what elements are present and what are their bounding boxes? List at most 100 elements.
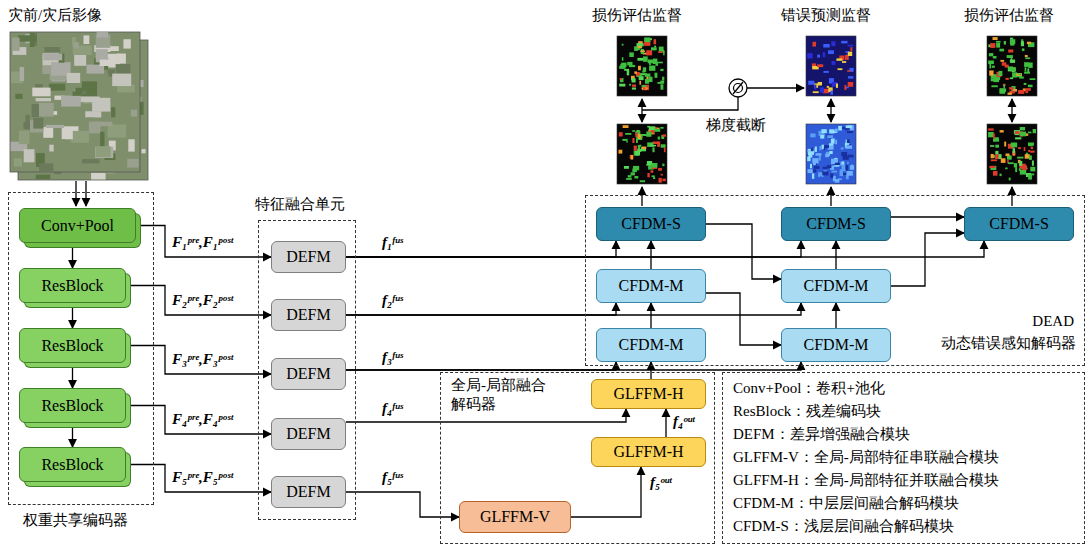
error-map-spot — [828, 135, 833, 138]
satellite-patch — [84, 35, 90, 44]
group-heading: DEAD — [1032, 312, 1074, 331]
node-label: GLFFM-V — [480, 508, 550, 526]
defm-box: DEFM — [271, 418, 346, 450]
supervision-arrow — [1011, 99, 1012, 122]
signal-label: f₅ᶠᵘˢ — [380, 469, 405, 486]
satellite-patch — [63, 96, 71, 101]
satellite-image — [10, 32, 148, 180]
error-map-spot — [847, 45, 853, 47]
damage-map-spot — [646, 50, 652, 55]
satellite-patch — [36, 175, 51, 179]
error-map-spot — [823, 44, 829, 48]
connector — [665, 409, 666, 437]
damage-map-spot — [643, 88, 645, 90]
damage-map-spot — [1015, 132, 1020, 135]
cfdm-m-box: CFDM-M — [781, 269, 891, 303]
damage-map-spot — [1027, 68, 1029, 72]
damage-map-spot — [1015, 131, 1020, 134]
connector — [136, 226, 271, 258]
signal-label: f₄ᵒᵘᵗ — [671, 413, 697, 430]
damage-map-spot — [657, 62, 663, 64]
connector — [650, 241, 651, 269]
damage-map-spot — [1011, 143, 1017, 148]
damage-map-spot — [991, 159, 997, 161]
damage-map-spot — [1010, 60, 1015, 63]
damage-map-spot — [1022, 165, 1027, 170]
error-map-spot — [818, 172, 822, 176]
satellite-patch — [39, 163, 53, 171]
satellite-patch — [95, 147, 113, 158]
error-map-spot — [835, 163, 840, 165]
damage-map — [987, 124, 1037, 184]
damage-map-spot — [661, 84, 664, 89]
damage-map-spot — [626, 178, 632, 180]
error-map-spot — [822, 171, 828, 175]
legend-line: CFDM-M：中层层间融合解码模块 — [733, 492, 1074, 515]
damage-map-spot — [1000, 174, 1002, 177]
satellite-patch — [85, 111, 101, 117]
damage-map-spot — [1028, 132, 1031, 134]
damage-map-spot — [642, 147, 646, 150]
satellite-patch — [20, 67, 25, 81]
damage-map-spot — [989, 64, 991, 69]
gradient-line — [642, 97, 738, 110]
damage-map-spot — [630, 155, 634, 159]
node-label: DEFM — [286, 248, 330, 266]
satellite-patch — [19, 131, 30, 145]
node-label: GLFFM-H — [613, 385, 683, 403]
damage-map-spot — [623, 125, 629, 128]
damage-map-spot — [660, 69, 663, 71]
glffm-h-box: GLFFM-H — [591, 437, 706, 467]
damage-map-spot — [1010, 77, 1013, 79]
node-label: Conv+Pool — [41, 217, 114, 235]
satellite-patch — [74, 42, 79, 48]
result-maps — [617, 36, 1037, 184]
defm-box: DEFM — [271, 299, 346, 331]
satellite-patch — [108, 125, 127, 138]
abbreviation-box: Conv+Pool：卷积+池化ResBlock：残差编码块DEFM：差异增强融合… — [722, 372, 1085, 544]
node-label: DEFM — [286, 365, 330, 383]
damage-map-spot — [1018, 74, 1021, 76]
damage-map-spot — [1021, 41, 1024, 46]
damage-map-spot — [1032, 161, 1034, 166]
damage-map-spot — [1009, 87, 1013, 89]
cfdm-m-box: CFDM-M — [781, 328, 891, 362]
annotation-label: 梯度截断 — [706, 116, 766, 134]
damage-map-spot — [1008, 144, 1014, 149]
damage-map-spot — [627, 70, 630, 75]
damage-map-spot — [636, 139, 638, 143]
satellite-patch — [39, 103, 54, 117]
node-label: CFDM-M — [804, 336, 869, 354]
error-map-spot — [834, 165, 839, 167]
damage-map-spot — [643, 56, 648, 61]
damage-map-spot — [1025, 91, 1028, 93]
gradient-stop-symbol — [733, 82, 743, 94]
damage-map-spot — [647, 173, 649, 177]
damage-map-spot — [649, 66, 655, 71]
connector — [891, 216, 964, 217]
satellite-patch — [43, 127, 53, 138]
error-map-spot — [835, 179, 840, 183]
defm-box: DEFM — [271, 476, 346, 508]
damage-map-spot — [1017, 157, 1023, 159]
satellite-patch — [65, 128, 73, 139]
error-map-spot — [815, 147, 817, 152]
damage-map-spot — [1015, 137, 1021, 139]
legend-line: GLFFM-V：全局-局部特征串联融合模块 — [733, 446, 1074, 469]
error-map-spot — [840, 171, 844, 176]
heading-label: 损伤评估监督 — [964, 6, 1054, 24]
damage-map-spot — [625, 133, 631, 135]
connector — [891, 233, 964, 286]
conv-block: Conv+Pool — [19, 208, 136, 243]
error-map-spot — [842, 61, 846, 63]
satellite-patch — [96, 146, 111, 157]
connector — [126, 346, 271, 375]
error-map-spot — [838, 126, 842, 131]
error-map-spot — [825, 154, 829, 158]
damage-map-spot — [622, 57, 624, 61]
satellite-patch — [96, 122, 112, 127]
error-map-spot — [851, 165, 853, 168]
glffm-h-box: GLFFM-H — [591, 379, 706, 409]
satellite-patch — [12, 38, 20, 51]
error-map-spot — [820, 135, 824, 139]
